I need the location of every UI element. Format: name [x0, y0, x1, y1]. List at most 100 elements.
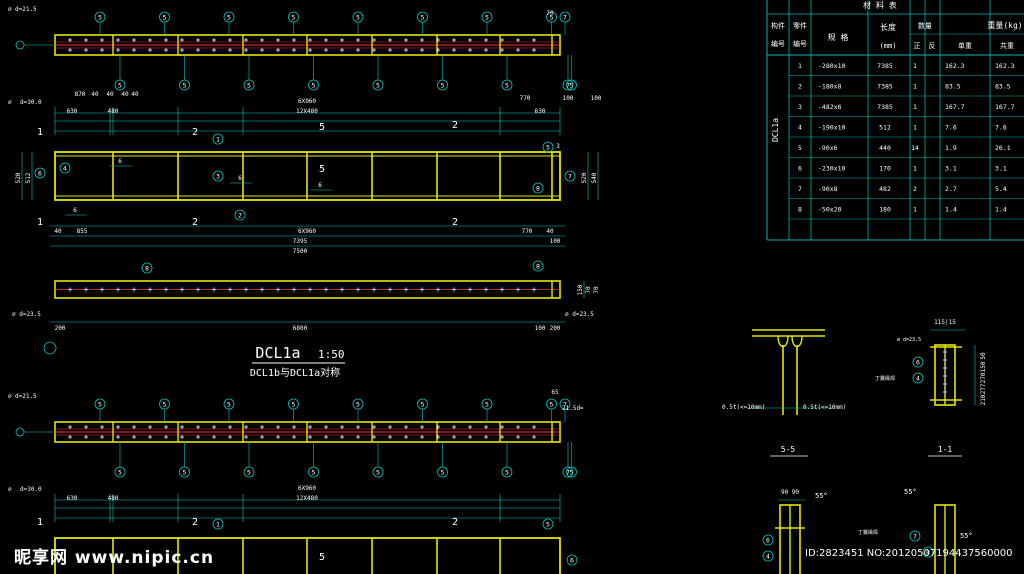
bolt-hole	[372, 38, 376, 42]
dim-label: 100	[591, 95, 602, 102]
part-tag-circle	[762, 534, 774, 546]
weld-label: 6	[318, 182, 322, 189]
bolt-hole	[68, 38, 72, 42]
table-cell: 83.5	[945, 82, 961, 90]
part-tag: 1	[216, 136, 220, 144]
bolt-hole	[340, 38, 344, 42]
dim-label: 40	[546, 228, 554, 235]
bolt-hole	[372, 425, 376, 429]
bolt-hole	[388, 435, 392, 439]
dim-label: 770	[522, 228, 533, 235]
bolt-hole	[228, 287, 232, 292]
section-mark: 2	[192, 517, 198, 528]
bolt-hole	[943, 390, 947, 394]
bolt-symbol: ∅	[8, 6, 12, 13]
section-mark: 1	[37, 517, 43, 528]
dim-label-vertical: 70	[585, 286, 592, 294]
section-note: 0.5t(<=10mm)	[722, 404, 765, 411]
section-mark: 1	[37, 127, 43, 138]
part-tag-circle	[234, 209, 246, 221]
section-mark: 5	[319, 552, 325, 563]
bolt-hole	[132, 425, 136, 429]
bolt-hole	[420, 38, 424, 42]
part-tag: 5	[546, 144, 550, 152]
bolt-hole	[180, 425, 184, 429]
bolt-hole	[276, 287, 280, 292]
part-tag-circle	[141, 262, 153, 274]
table-cell: 482	[879, 185, 891, 193]
table-header: 规 格	[828, 32, 849, 42]
bolt-hole	[228, 48, 232, 52]
bolt-hole	[324, 287, 328, 292]
dim-label: 855	[77, 228, 88, 235]
bolt-hole	[132, 38, 136, 42]
table-header: 编号	[793, 39, 807, 48]
bolt-hole	[260, 48, 264, 52]
weld-label: 6	[118, 158, 122, 165]
table-cell: -180x8	[818, 82, 842, 90]
bolt-hole	[452, 287, 456, 292]
section-mark: 2	[192, 217, 198, 228]
bolt-hole	[420, 48, 424, 52]
part-tag-top: 5	[421, 401, 425, 409]
dim-label-vertical: 150	[980, 361, 987, 372]
dim-label-vertical: 512	[25, 172, 32, 183]
bolt-hole	[164, 38, 168, 42]
bolt-hole	[340, 435, 344, 439]
dim-label-vertical: 70	[593, 286, 600, 294]
table-cell: 1	[913, 205, 917, 213]
part-tag-bottom: 5	[312, 469, 316, 477]
bolt-label-bottom: d=30.0	[20, 99, 42, 106]
bolt-hole	[212, 425, 216, 429]
part-tag: 6	[38, 170, 42, 178]
bolt-hole	[532, 48, 536, 52]
part-tag-bottom: 5	[247, 469, 251, 477]
table-cell: 7	[798, 185, 802, 193]
weld-angle: 55°	[904, 488, 917, 496]
bolt-hole	[292, 38, 296, 42]
table-member-id: DCL1a	[771, 118, 780, 142]
dim-label: 6X960	[298, 485, 316, 492]
bolt-hole	[532, 287, 536, 292]
bolt-hole	[116, 38, 120, 42]
bolt-hole	[180, 287, 184, 292]
section-mark: 5	[319, 164, 325, 175]
material-table: 材 料 表构件编号零件编号规 格长度(mm)数量正反重量(kg)单重共重DCL1…	[766, 0, 1024, 241]
bolt-hole	[84, 48, 88, 52]
bolt-label: d=21.5	[15, 6, 37, 13]
end-mark: 70	[546, 10, 554, 17]
part-tag-bottom: 5	[376, 469, 380, 477]
section-note: 丁翼缘焊	[858, 529, 878, 536]
table-header: 零件	[793, 21, 807, 30]
table-cell: 6	[798, 164, 802, 172]
bolt-hole	[516, 425, 520, 429]
dim-label: 40	[121, 91, 129, 98]
bolt-hole	[276, 435, 280, 439]
table-cell: 3.1	[945, 164, 957, 172]
bolt-hole	[84, 38, 88, 42]
bolt-hole	[100, 48, 104, 52]
bolt-hole	[100, 287, 104, 292]
bolt-hole	[532, 435, 536, 439]
table-cell: 170	[879, 164, 891, 172]
bolt-hole	[196, 425, 200, 429]
bolt-hole	[388, 38, 392, 42]
bolt-hole	[356, 287, 360, 292]
bolt-hole	[452, 48, 456, 52]
part-tag-top: 5	[356, 401, 360, 409]
bolt-hole	[84, 435, 88, 439]
bolt-hole	[468, 48, 472, 52]
bolt-hole	[100, 38, 104, 42]
table-cell: 14	[911, 144, 919, 152]
bolt-hole	[372, 435, 376, 439]
bolt-hole	[532, 38, 536, 42]
table-cell: -190x10	[818, 123, 845, 131]
part-tag-bottom: 5	[376, 82, 380, 90]
bolt-hole	[196, 38, 200, 42]
dim-label: 12X480	[296, 495, 318, 502]
bolt-hole	[68, 435, 72, 439]
bolt-hole	[324, 425, 328, 429]
bolt-hole	[148, 48, 152, 52]
bolt-hole	[244, 38, 248, 42]
dim-label: 200	[550, 325, 561, 332]
